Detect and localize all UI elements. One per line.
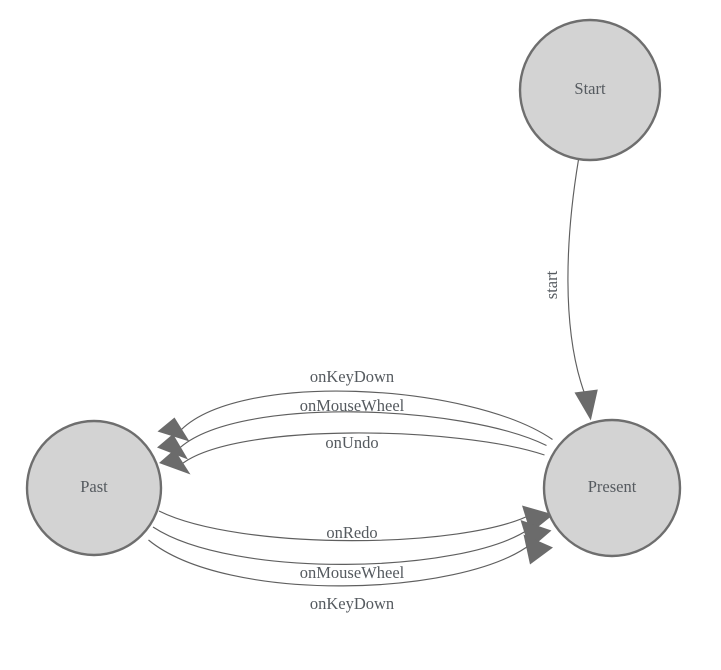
edge-onmousewheel-present-to-past[interactable]: onMouseWheel — [157, 396, 547, 460]
node-past-label: Past — [80, 477, 108, 496]
node-present[interactable]: Present — [542, 418, 682, 558]
node-present-label: Present — [588, 477, 637, 496]
edge-start-path — [567, 159, 587, 397]
edge-onmousewheel-dn-label: onMouseWheel — [300, 563, 405, 582]
edge-onredo-path — [158, 510, 533, 542]
node-start-label: Start — [574, 79, 606, 98]
edge-onkeydown-up-arrowhead — [157, 417, 190, 442]
node-start[interactable]: Start — [518, 18, 662, 162]
edge-onkeydown-up-label: onKeyDown — [310, 367, 394, 386]
edge-onundo-label: onUndo — [325, 433, 378, 452]
node-present-circle — [542, 418, 682, 558]
edge-onundo-path — [180, 432, 545, 466]
edge-onredo-label: onRedo — [326, 523, 377, 542]
edge-start-arrowhead — [574, 389, 598, 421]
node-start-circle — [518, 18, 662, 162]
edge-onmousewheel-up-label: onMouseWheel — [300, 396, 405, 415]
edge-onmousewheel-dn-path — [152, 526, 530, 565]
node-past-circle — [25, 419, 163, 557]
edge-onkeydown-up-path — [178, 390, 553, 440]
node-past[interactable]: Past — [25, 419, 163, 557]
edge-onkeydown-dn-arrowhead — [523, 534, 553, 565]
edge-onkeydown-dn-path — [148, 539, 532, 587]
edge-start-label: start — [542, 270, 561, 299]
edge-onredo-past-to-present[interactable]: onRedo — [158, 505, 554, 543]
edge-start[interactable]: start — [542, 159, 598, 421]
edge-onmousewheel-up-path — [177, 411, 547, 450]
edge-onmousewheel-up-arrowhead — [157, 434, 188, 460]
edge-onundo-arrowhead — [159, 449, 191, 475]
edge-onundo-present-to-past[interactable]: onUndo — [159, 432, 545, 475]
edge-onkeydown-present-to-past[interactable]: onKeyDown — [157, 367, 553, 442]
edge-onkeydown-past-to-present[interactable]: onKeyDown — [148, 534, 554, 614]
edge-onkeydown-dn-label: onKeyDown — [310, 594, 394, 613]
